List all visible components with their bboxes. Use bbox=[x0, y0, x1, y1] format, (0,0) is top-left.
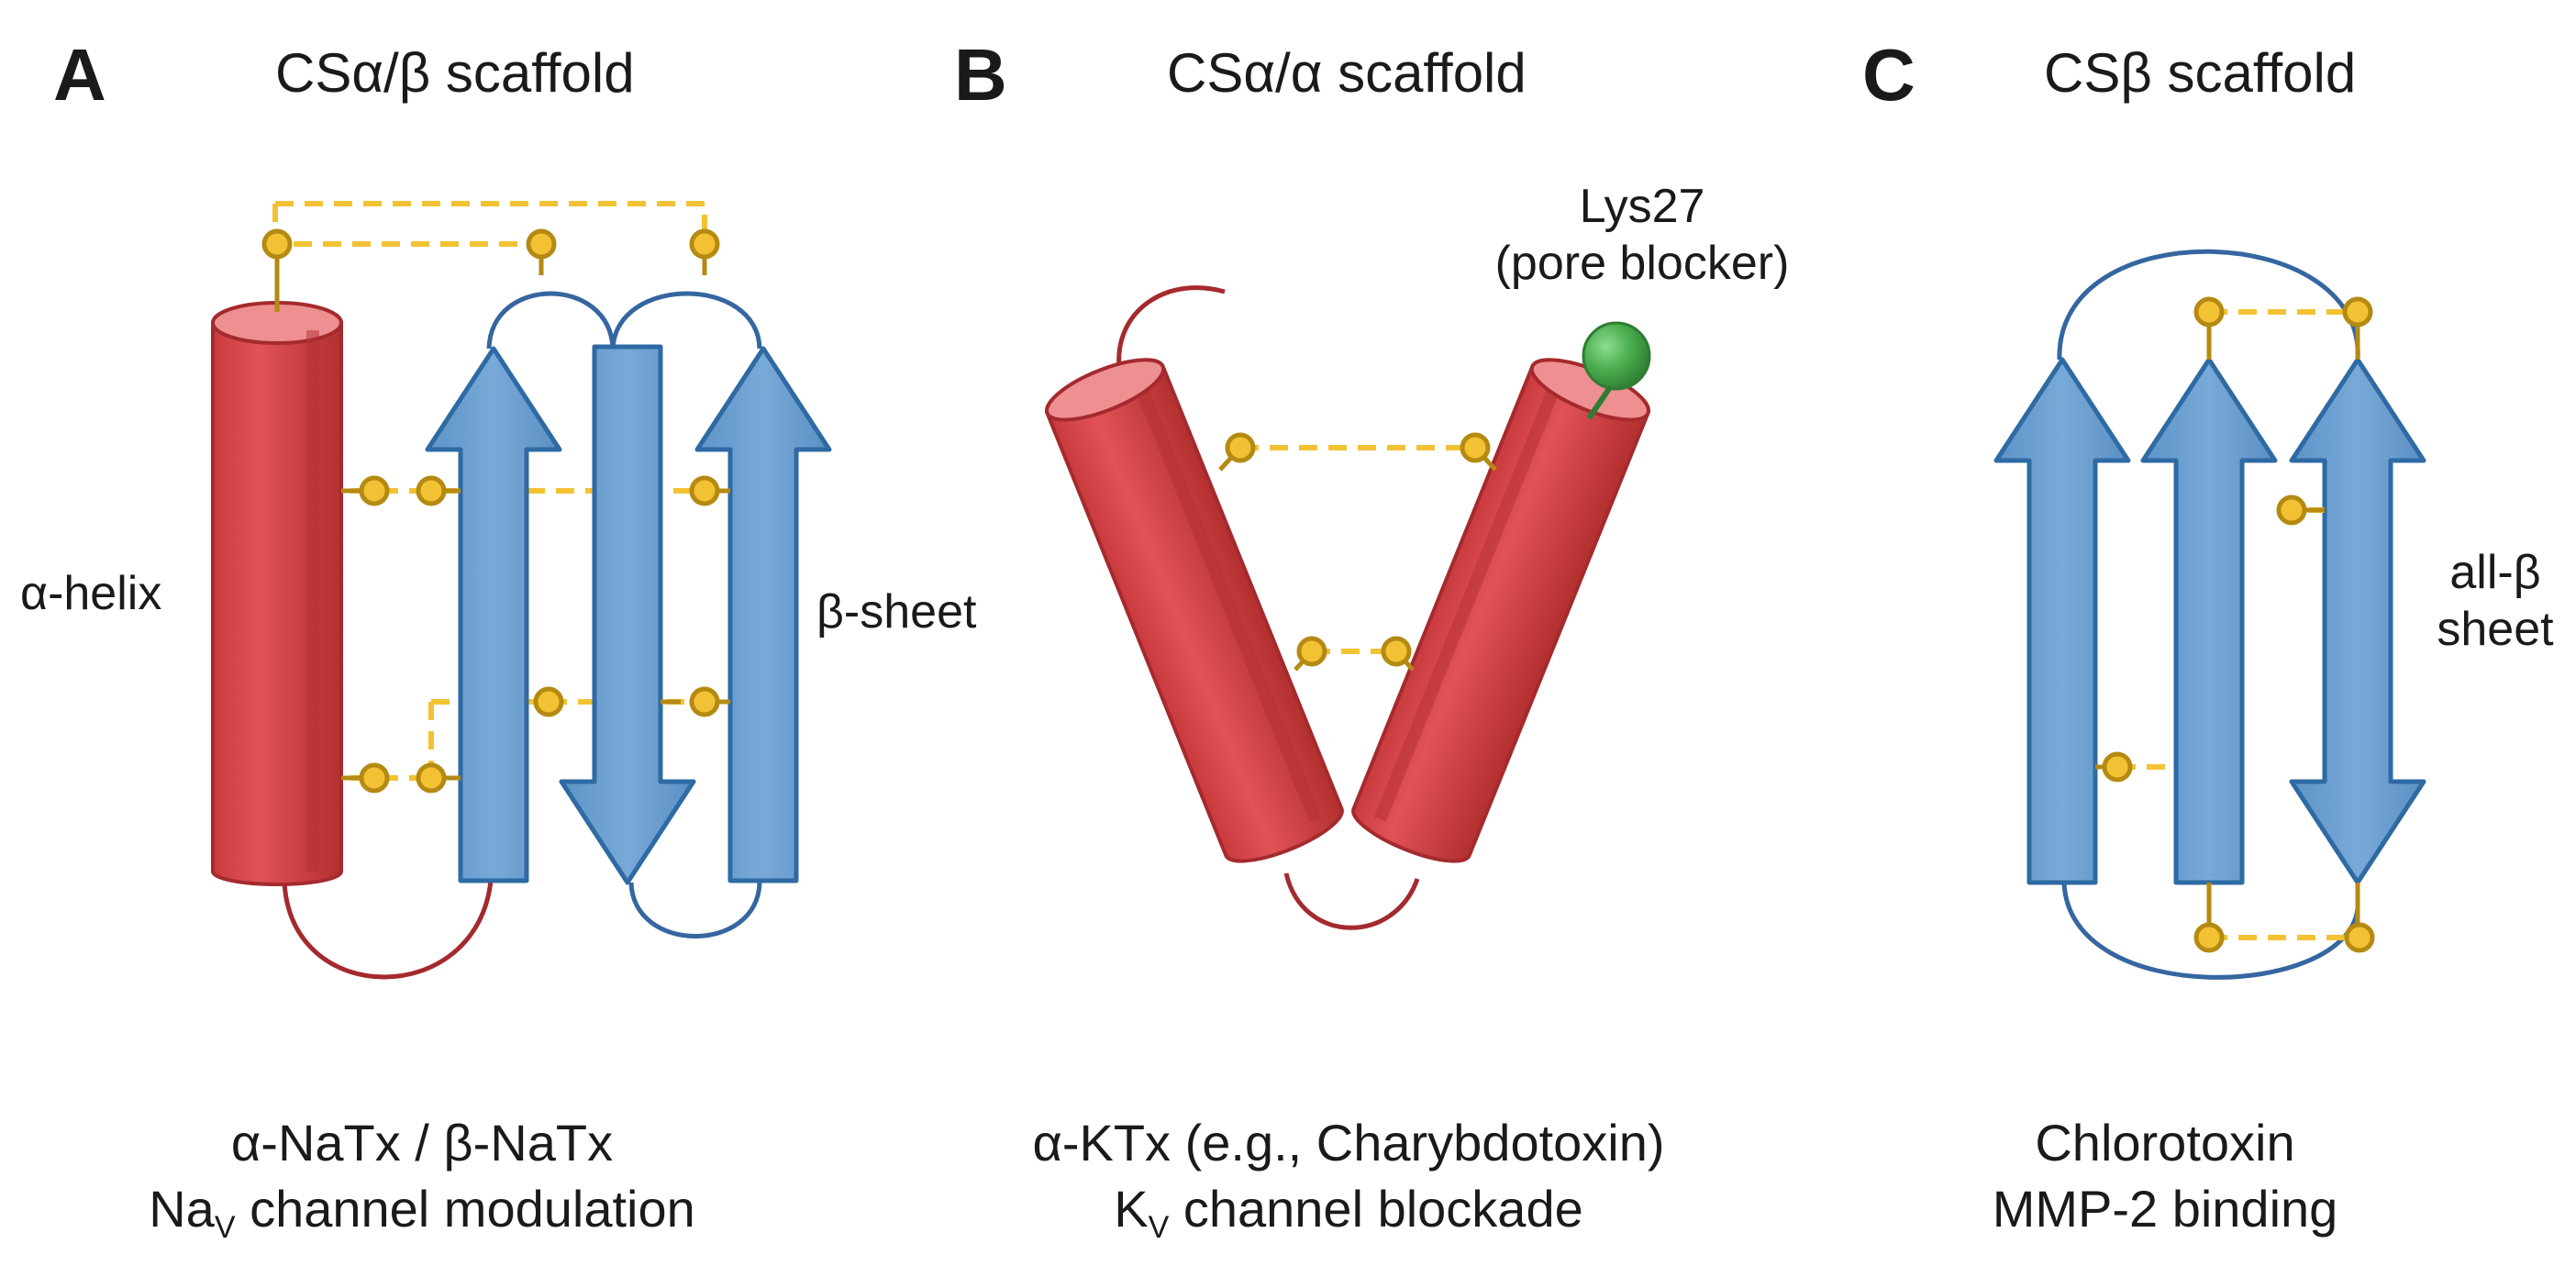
loop-red bbox=[282, 880, 494, 980]
panel-a-caption-line2: NaV channel modulation bbox=[147, 1178, 697, 1247]
helix-left bbox=[1044, 358, 1344, 863]
pore-blocker-label: (pore blocker) bbox=[1494, 237, 1790, 290]
panel-letter-a: A bbox=[53, 34, 106, 116]
helix-right bbox=[1351, 358, 1651, 863]
panel-b-caption-line1: α-KTx (e.g., Charybdotoxin) bbox=[1032, 1114, 1665, 1172]
cysteine-ball bbox=[689, 228, 720, 260]
panel-a-caption-line1: α-NaTx / β-NaTx bbox=[230, 1114, 614, 1172]
lys27-sphere-icon bbox=[1582, 321, 1651, 391]
cysteine-ball bbox=[359, 762, 390, 794]
cysteine-ball bbox=[416, 762, 447, 794]
panel-letter-c: C bbox=[1862, 34, 1915, 116]
all-beta-label: all-β bbox=[2449, 546, 2541, 599]
cysteine-ball bbox=[1296, 636, 1327, 667]
panel-c-caption-line1: Chlorotoxin bbox=[2035, 1114, 2295, 1172]
alpha-helix-cylinder bbox=[211, 301, 343, 886]
beta-strand-3 bbox=[2289, 357, 2426, 885]
cysteines-a bbox=[261, 228, 730, 794]
cysteines-c bbox=[2095, 296, 2375, 953]
cysteine-ball bbox=[2342, 296, 2373, 328]
sheet-label: sheet bbox=[2437, 603, 2554, 656]
cysteine-ball bbox=[2344, 922, 2375, 953]
cysteine-ball bbox=[1381, 636, 1412, 667]
loop-blue bbox=[2057, 249, 2360, 361]
panel-b-caption-line2: KV channel blockade bbox=[936, 1178, 1761, 1247]
panel-c-title: CSβ scaffold bbox=[2044, 42, 2357, 104]
cysteine-ball bbox=[526, 228, 557, 260]
lys27-label: Lys27 bbox=[1579, 180, 1705, 233]
nav-subscript: V bbox=[214, 1210, 236, 1246]
loop-blue bbox=[628, 882, 762, 938]
beta-strand-2 bbox=[559, 344, 696, 885]
panel-b-structure bbox=[1044, 285, 1651, 930]
loop-blue bbox=[486, 291, 616, 350]
loop-blue bbox=[610, 291, 762, 350]
cysteine-ball bbox=[689, 686, 720, 717]
kv-rest: channel blockade bbox=[1169, 1180, 1583, 1238]
beta-strand-1 bbox=[1993, 357, 2131, 885]
cysteine-ball bbox=[261, 228, 293, 260]
loop-red bbox=[1283, 872, 1420, 930]
cysteine-ball bbox=[2276, 494, 2307, 526]
kv-main: K bbox=[1114, 1180, 1149, 1238]
cysteine-ball bbox=[689, 475, 720, 506]
panel-b-title: CSα/α scaffold bbox=[1167, 42, 1527, 104]
disulfide-bond bbox=[275, 201, 707, 244]
disulfide-bond bbox=[272, 204, 541, 247]
cysteine-ball bbox=[359, 475, 390, 506]
kv-subscript: V bbox=[1148, 1210, 1170, 1246]
alpha-helix-label: α-helix bbox=[20, 567, 162, 620]
beta-sheet-label: β-sheet bbox=[816, 585, 977, 639]
panel-letter-b: B bbox=[954, 34, 1007, 116]
cysteine-ball bbox=[2102, 751, 2133, 783]
panel-a-title: CSα/β scaffold bbox=[275, 42, 635, 104]
panel-a-structure bbox=[211, 201, 832, 980]
cysteines-b bbox=[1218, 432, 1497, 672]
loop-blue bbox=[2061, 882, 2360, 980]
nav-main: Na bbox=[149, 1180, 215, 1238]
beta-strand-3 bbox=[694, 346, 832, 883]
cysteine-ball bbox=[2193, 296, 2225, 328]
lys27-stick bbox=[1586, 376, 1619, 420]
cysteine-ball bbox=[2193, 922, 2225, 953]
disulfide-bonds-a bbox=[272, 201, 707, 781]
panel-c-structure bbox=[1993, 249, 2426, 980]
disulfide-bonds-b bbox=[1240, 445, 1475, 654]
disulfide-bonds-c bbox=[2117, 309, 2358, 940]
nav-rest: channel modulation bbox=[235, 1180, 695, 1238]
beta-strand-1 bbox=[425, 346, 562, 883]
cysteine-ball bbox=[1225, 432, 1256, 463]
cysteine-ball bbox=[533, 686, 564, 717]
panel-c-caption-line2: MMP-2 binding bbox=[1992, 1180, 2338, 1238]
beta-strand-2 bbox=[2140, 357, 2278, 885]
cysteine-ball bbox=[416, 475, 447, 506]
loop-red bbox=[1116, 285, 1226, 368]
cysteine-ball bbox=[1460, 432, 1491, 463]
